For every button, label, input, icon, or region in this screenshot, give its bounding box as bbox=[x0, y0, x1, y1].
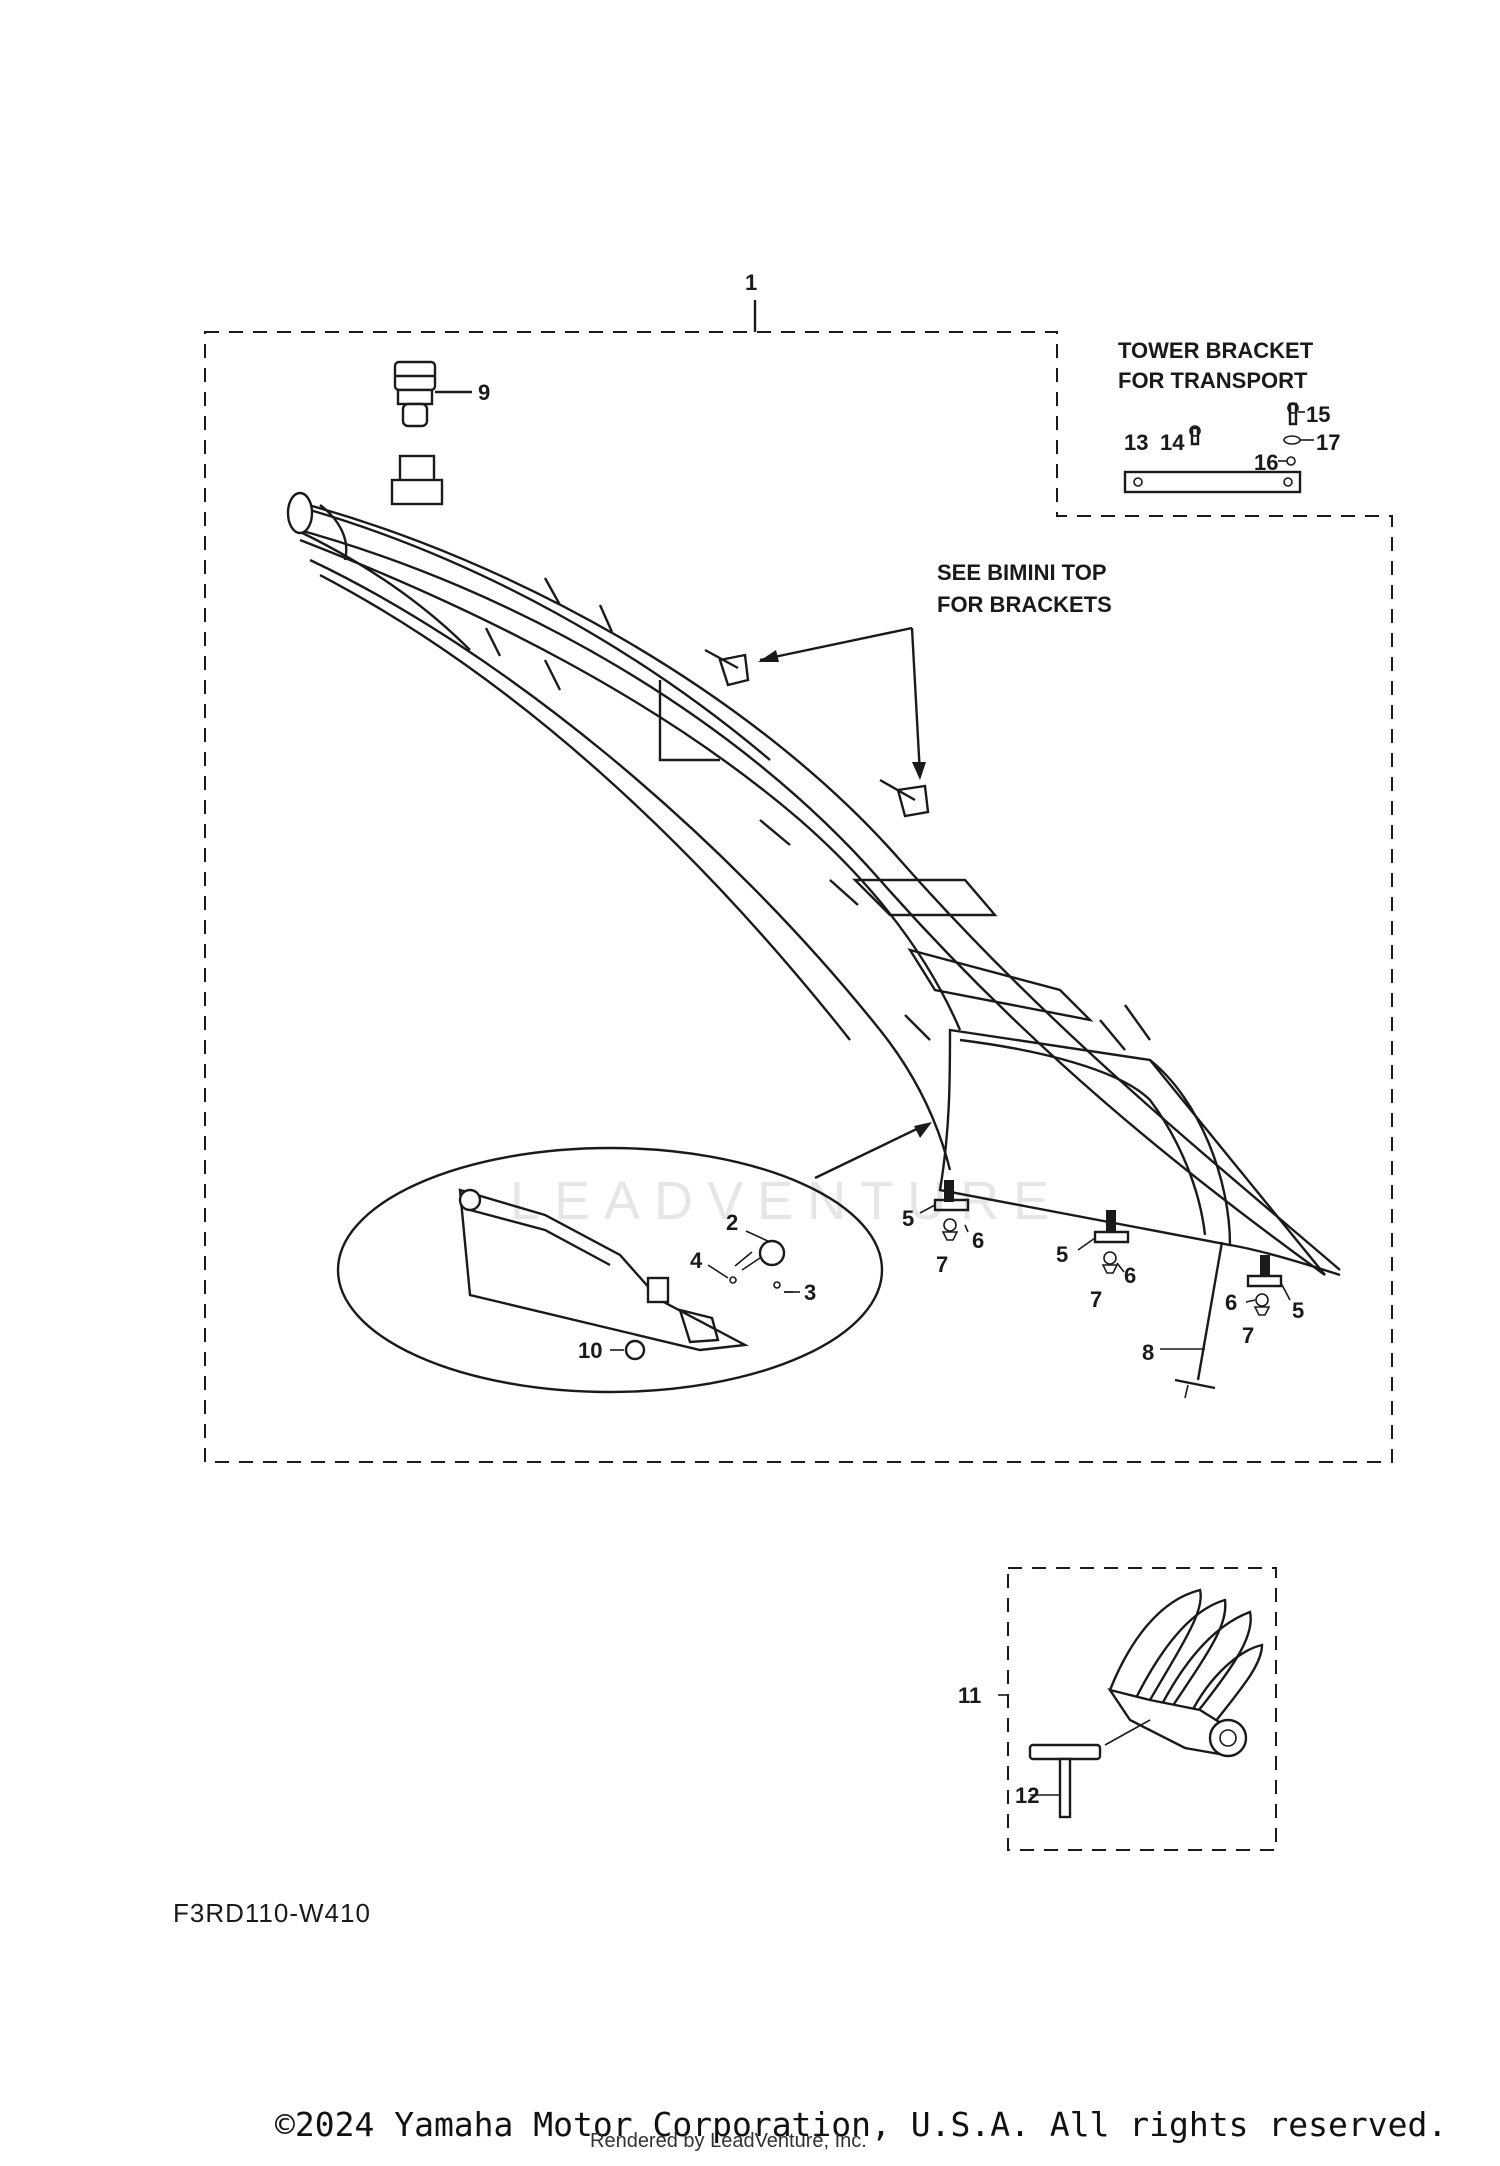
callout-9: 9 bbox=[478, 380, 490, 405]
callout-7c: 7 bbox=[1242, 1323, 1254, 1348]
callout-4: 4 bbox=[690, 1248, 703, 1273]
detail-leader bbox=[814, 1123, 926, 1180]
part-12-knob bbox=[1028, 1743, 1102, 1819]
callout-7b: 7 bbox=[1090, 1287, 1102, 1312]
callout-5a: 5 bbox=[902, 1206, 914, 1231]
tower-bracket-transport bbox=[1123, 402, 1314, 494]
callout-5b: 5 bbox=[1056, 1242, 1068, 1267]
part-9-light bbox=[393, 360, 472, 428]
diagram-code: F3RD110-W410 bbox=[173, 1898, 371, 1928]
mount-hardware-left bbox=[919, 1198, 970, 1241]
bimini-note-line1: SEE BIMINI TOP bbox=[937, 560, 1107, 585]
part-11-board-rack bbox=[1104, 1588, 1264, 1758]
callout-8: 8 bbox=[1142, 1340, 1154, 1365]
callout-5c: 5 bbox=[1292, 1298, 1304, 1323]
tower-bracket-note-line1: TOWER BRACKET bbox=[1118, 338, 1314, 363]
rendered-by-text: Rendered by LeadVenture, Inc. bbox=[590, 2130, 867, 2152]
bimini-leader-arrows bbox=[758, 626, 926, 780]
callout-6a: 6 bbox=[972, 1228, 984, 1253]
callout-17: 17 bbox=[1316, 430, 1340, 455]
callout-1: 1 bbox=[745, 270, 757, 295]
callout-12: 12 bbox=[1015, 1783, 1039, 1808]
callout-6b: 6 bbox=[1124, 1263, 1136, 1288]
part-8-strap bbox=[1160, 1241, 1224, 1399]
bracket-detail bbox=[458, 1188, 786, 1361]
callout-15: 15 bbox=[1306, 402, 1330, 427]
callout-16: 16 bbox=[1254, 450, 1278, 475]
callout-13: 13 bbox=[1124, 430, 1148, 455]
detail-arrowhead bbox=[914, 1122, 932, 1138]
copyright-text: ©2024 Yamaha Motor Corporation, U.S.A. A… bbox=[275, 2105, 1448, 2144]
callout-2: 2 bbox=[726, 1210, 738, 1235]
bimini-note-line2: FOR BRACKETS bbox=[937, 592, 1112, 617]
detail-ellipse bbox=[336, 1146, 884, 1394]
mount-hardware-right bbox=[1245, 1274, 1291, 1316]
callout-7a: 7 bbox=[936, 1252, 948, 1277]
callout-3: 3 bbox=[804, 1280, 816, 1305]
tower-bracket-note-line2: FOR TRANSPORT bbox=[1118, 368, 1308, 393]
assembly-outline bbox=[204, 331, 1393, 1463]
callout-14: 14 bbox=[1160, 430, 1185, 455]
callout-10: 10 bbox=[578, 1338, 602, 1363]
callout-6c: 6 bbox=[1225, 1290, 1237, 1315]
callout-11: 11 bbox=[958, 1683, 981, 1708]
wakeboard-tower bbox=[286, 454, 1341, 1277]
accessory-outline bbox=[1007, 1567, 1277, 1851]
detail-callout-leaders bbox=[610, 1230, 800, 1351]
mount-hardware-middle bbox=[1077, 1230, 1130, 1274]
